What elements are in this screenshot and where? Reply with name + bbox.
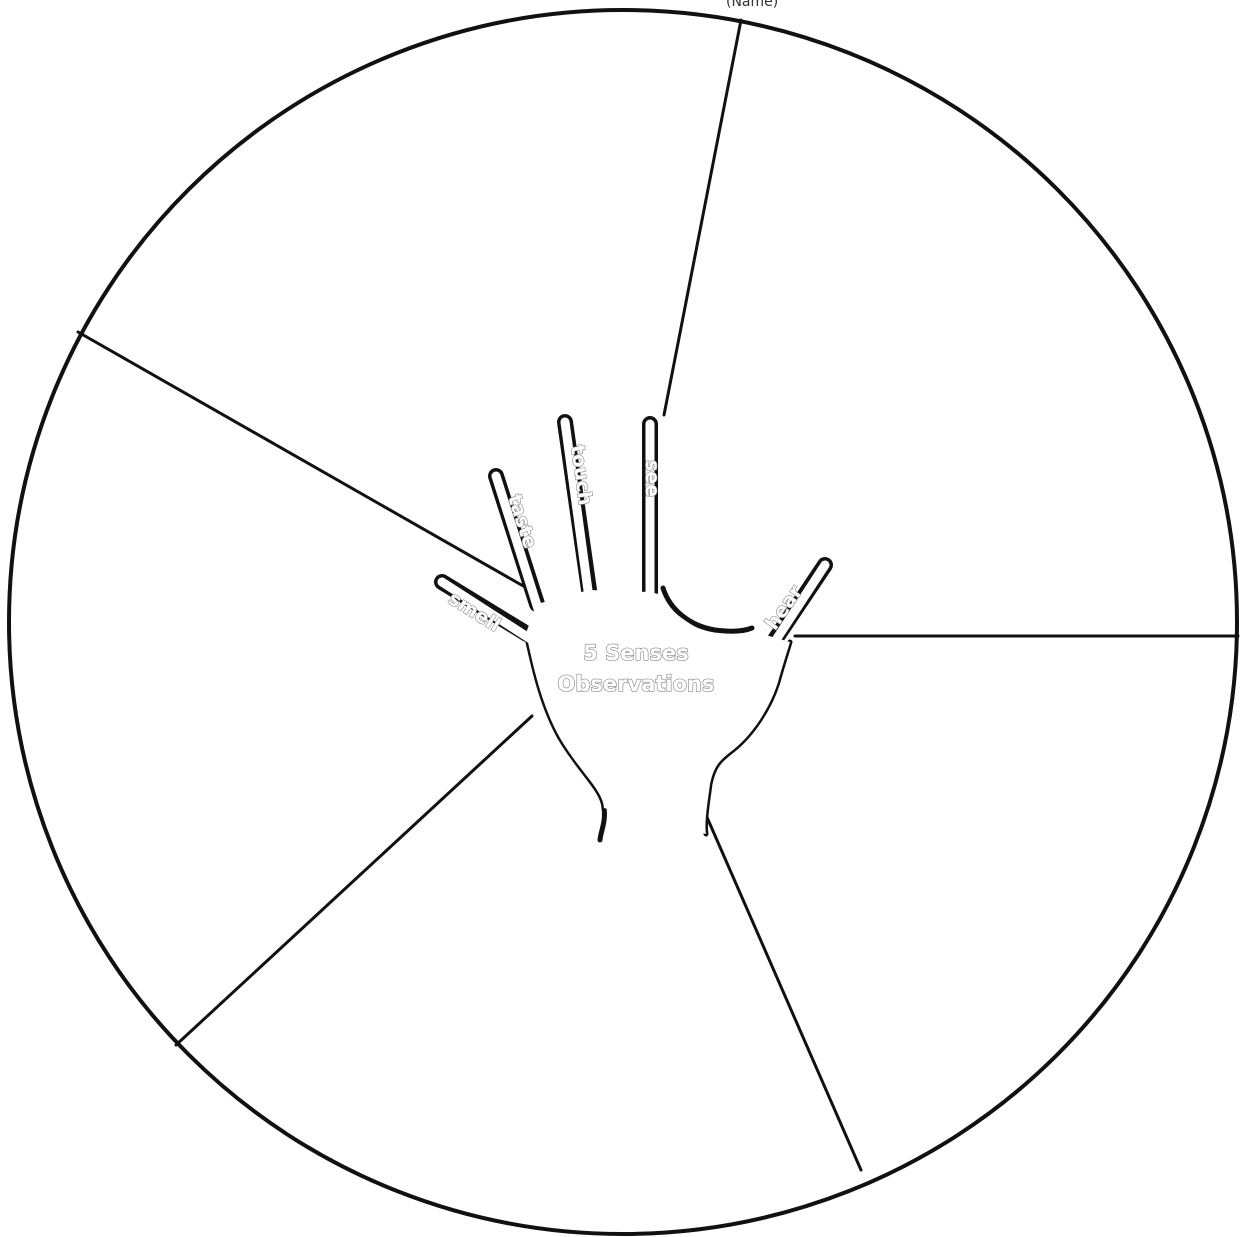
divider-top (664, 20, 741, 415)
hand-outline (442, 422, 825, 840)
finger-label-see: see (641, 460, 663, 497)
divider-bottom-left (176, 716, 532, 1045)
divider-left (78, 332, 525, 587)
top-cut-text: (Name) (726, 0, 778, 10)
center-title-line2: Observations (558, 672, 715, 696)
center-title-line1: 5 Senses (583, 641, 688, 665)
divider-bottom-right (706, 815, 861, 1170)
